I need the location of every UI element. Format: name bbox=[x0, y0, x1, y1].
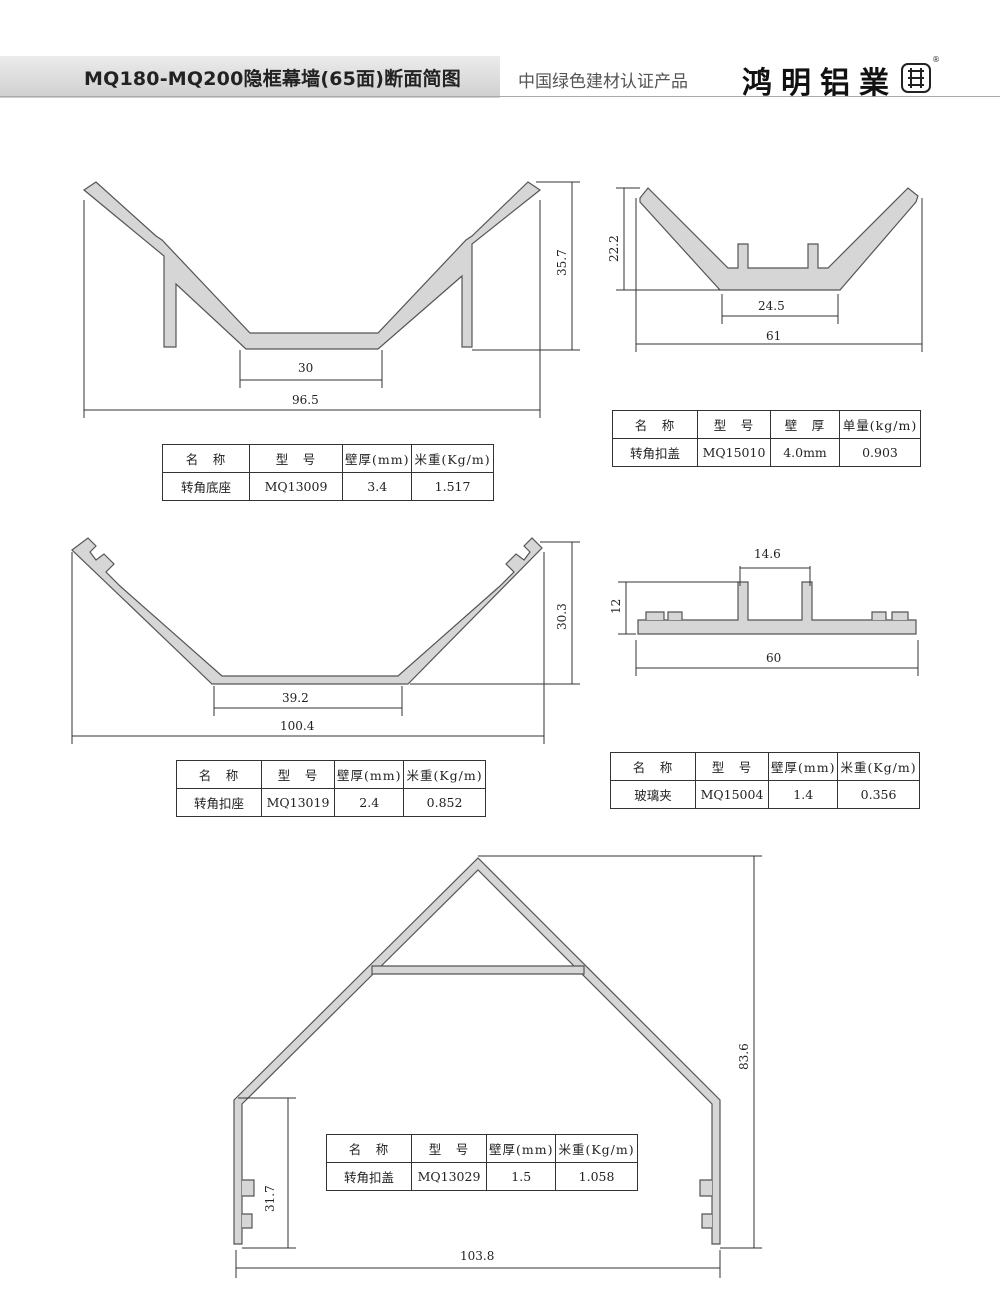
cell-model: MQ13029 bbox=[411, 1162, 487, 1191]
dim-base-label: 30 bbox=[298, 361, 313, 375]
profile-mq13009-shape bbox=[82, 181, 542, 350]
dim-base-label: 24.5 bbox=[758, 299, 785, 313]
cell-wall: 4.0mm bbox=[770, 438, 840, 467]
profile-mq13009-section: 30 96.5 35.7 bbox=[82, 181, 580, 418]
profile-mq15004-shape bbox=[637, 581, 917, 635]
cell-model: MQ15010 bbox=[697, 438, 771, 467]
cell-wall: 2.4 bbox=[333, 788, 405, 817]
header-name: 名 称 bbox=[162, 444, 250, 473]
cell-weight: 1.058 bbox=[555, 1162, 638, 1191]
dim-width-label: 96.5 bbox=[292, 393, 319, 407]
header-model: 型 号 bbox=[411, 1134, 487, 1163]
header-model: 型 号 bbox=[249, 444, 343, 473]
header-weight: 米重(Kg/m) bbox=[403, 760, 486, 789]
profile-mq13029-right-hook bbox=[699, 1179, 712, 1229]
dim-height-label: 83.6 bbox=[737, 1043, 751, 1070]
spec-table-mq13009: 名 称 型 号 壁厚(mm) 米重(Kg/m) 转角底座 MQ13009 3.4… bbox=[162, 444, 494, 501]
cell-name: 玻璃夹 bbox=[610, 780, 696, 809]
dim-width-label: 60 bbox=[766, 651, 781, 665]
header-weight: 米重(Kg/m) bbox=[411, 444, 494, 473]
cell-model: MQ15004 bbox=[695, 780, 769, 809]
header-wall: 壁厚(mm) bbox=[767, 752, 839, 781]
dim-height-label: 35.7 bbox=[555, 249, 569, 276]
spec-table-mq15010: 名 称 型 号 壁 厚 单量(kg/m) 转角扣盖 MQ15010 4.0mm … bbox=[612, 410, 921, 467]
cell-weight: 1.517 bbox=[411, 472, 494, 501]
dim-width-label: 100.4 bbox=[280, 719, 315, 733]
header-name: 名 称 bbox=[610, 752, 696, 781]
header-model: 型 号 bbox=[261, 760, 335, 789]
header-wall: 壁厚(mm) bbox=[485, 1134, 557, 1163]
header-rule bbox=[0, 96, 1000, 97]
profile-mq15010-section: 24.5 61 22.2 bbox=[607, 187, 923, 352]
header-weight: 单量(kg/m) bbox=[839, 410, 921, 439]
cell-weight: 0.903 bbox=[839, 438, 921, 467]
cell-wall: 1.4 bbox=[767, 780, 839, 809]
brand-seal-icon bbox=[901, 63, 931, 93]
profile-mq13019-section: 39.2 100.4 30.3 bbox=[71, 537, 580, 744]
profile-mq15010-shape bbox=[639, 187, 919, 291]
header-wall: 壁厚(mm) bbox=[333, 760, 405, 789]
cell-name: 转角扣盖 bbox=[326, 1162, 412, 1191]
header-weight: 米重(Kg/m) bbox=[837, 752, 920, 781]
page-title: MQ180-MQ200隐框幕墙(65面)断面简图 bbox=[84, 68, 461, 90]
header-name: 名 称 bbox=[176, 760, 262, 789]
cell-wall: 1.5 bbox=[485, 1162, 557, 1191]
spec-table-mq15004: 名 称 型 号 壁厚(mm) 米重(Kg/m) 玻璃夹 MQ15004 1.4 … bbox=[610, 752, 920, 809]
spec-table-mq13019: 名 称 型 号 壁厚(mm) 米重(Kg/m) 转角扣座 MQ13019 2.4… bbox=[176, 760, 486, 817]
cell-model: MQ13009 bbox=[249, 472, 343, 501]
cell-model: MQ13019 bbox=[261, 788, 335, 817]
cell-wall: 3.4 bbox=[341, 472, 413, 501]
dim-side-label: 31.7 bbox=[263, 1185, 277, 1212]
profile-mq15004-section: 14.6 60 12 bbox=[609, 547, 919, 676]
spec-table-mq13029: 名 称 型 号 壁厚(mm) 米重(Kg/m) 转角扣盖 MQ13029 1.5… bbox=[326, 1134, 638, 1191]
header-wall: 壁厚(mm) bbox=[341, 444, 413, 473]
profile-mq13019-shape bbox=[71, 537, 543, 685]
dim-base-label: 39.2 bbox=[282, 691, 309, 705]
dim-height-label: 12 bbox=[609, 599, 623, 614]
cell-name: 转角扣盖 bbox=[612, 438, 698, 467]
header-model: 型 号 bbox=[695, 752, 769, 781]
brand-name: 鸿明铝業 bbox=[742, 66, 898, 101]
profile-mq13029-outer-shell bbox=[233, 857, 721, 1245]
profile-mq15004-left-lip bbox=[645, 611, 683, 620]
header-band bbox=[0, 56, 500, 98]
profile-mq13029-section: 83.6 103.8 31.7 bbox=[233, 855, 762, 1278]
cell-name: 转角扣座 bbox=[176, 788, 262, 817]
dim-width-label: 103.8 bbox=[460, 1249, 494, 1263]
cell-weight: 0.852 bbox=[403, 788, 486, 817]
header-model: 型 号 bbox=[697, 410, 771, 439]
registered-mark: ® bbox=[932, 55, 940, 64]
cell-weight: 0.356 bbox=[837, 780, 920, 809]
header-name: 名 称 bbox=[326, 1134, 412, 1163]
dim-height-label: 30.3 bbox=[555, 603, 569, 630]
dim-gap-label: 14.6 bbox=[754, 547, 781, 561]
header-weight: 米重(Kg/m) bbox=[555, 1134, 638, 1163]
profile-mq13029-brace bbox=[371, 965, 585, 975]
dim-height-label: 22.2 bbox=[607, 235, 621, 262]
header-name: 名 称 bbox=[612, 410, 698, 439]
page-subtitle: 中国绿色建材认证产品 bbox=[518, 72, 688, 92]
cell-name: 转角底座 bbox=[162, 472, 250, 501]
header-wall: 壁 厚 bbox=[770, 410, 840, 439]
profile-mq13029-left-hook bbox=[242, 1179, 255, 1229]
profile-mq15004-right-lip bbox=[871, 611, 909, 620]
dim-width-label: 61 bbox=[766, 329, 781, 343]
